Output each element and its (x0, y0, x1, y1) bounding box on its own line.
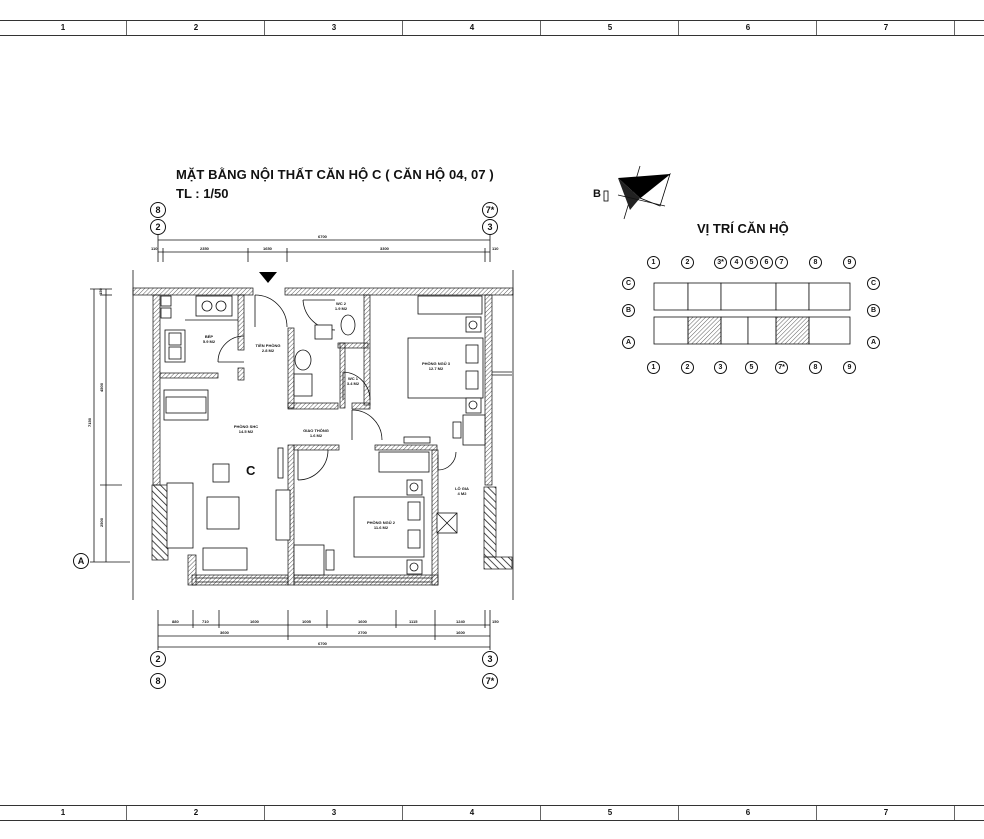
left-dimension-lines (90, 288, 130, 563)
dimension-text: 3600 (220, 630, 229, 635)
dimension-text: 2350 (200, 246, 209, 251)
frame-col: 7 (816, 806, 955, 820)
dimension-text: 3300 (380, 246, 389, 251)
key-axis-bubble: 7 (775, 256, 788, 269)
dimension-text: 150 (97, 288, 103, 295)
bottom-dimension-lines (157, 610, 491, 650)
dimension-text: 4500 (98, 383, 104, 392)
dimension-text: 1115 (409, 619, 418, 624)
key-row-bubble: B (867, 304, 880, 317)
frame-col: 4 (402, 21, 541, 35)
key-plan-unit-highlight (775, 316, 810, 345)
frame-col: 4 (402, 806, 541, 820)
key-row-bubble: C (867, 277, 880, 290)
grid-axis-bubble: 7* (482, 202, 498, 218)
dimension-text: 110 (151, 246, 158, 251)
key-plan-unit-highlight (687, 316, 722, 345)
key-row-bubble: A (867, 336, 880, 349)
frame-col: 1 (60, 808, 66, 817)
dimension-text: 1600 (456, 630, 465, 635)
frame-col (954, 21, 984, 35)
grid-axis-bubble: 8 (150, 202, 166, 218)
windows (196, 371, 512, 583)
key-axis-bubble: 1 (647, 256, 660, 269)
key-axis-bubble: 7* (775, 361, 788, 374)
drawing-scale: TL : 1/50 (176, 186, 229, 201)
frame-col: 2 (126, 21, 265, 35)
dimension-text: 1650 (263, 246, 272, 251)
grid-axis-bubble: 2 (150, 219, 166, 235)
dimension-text: 880 (172, 619, 179, 624)
drawing-title: MẶT BẰNG NỘI THẤT CĂN HỘ C ( CĂN HỘ 04, … (176, 167, 494, 182)
frame-col: 5 (540, 21, 679, 35)
key-axis-bubble: 6 (760, 256, 773, 269)
key-axis-bubble: 2 (681, 256, 694, 269)
walls (132, 287, 514, 586)
unit-label: C (246, 463, 256, 478)
dimension-text: 6700 (318, 641, 327, 646)
key-axis-bubble: 5 (745, 361, 758, 374)
dimension-text: 1240 (456, 619, 465, 624)
frame-col: 7 (816, 21, 955, 35)
dimension-text: 1600 (250, 619, 259, 624)
key-row-bubble: A (622, 336, 635, 349)
dimension-text: 1600 (358, 619, 367, 624)
key-plan-title: VỊ TRÍ CĂN HỘ (697, 221, 789, 236)
grid-axis-bubble: 2 (150, 651, 166, 667)
key-axis-bubble: 8 (809, 361, 822, 374)
grid-axis-bubble: 7* (482, 673, 498, 689)
dimension-text: 2700 (358, 630, 367, 635)
north-label: B (593, 188, 601, 200)
furniture (160, 295, 486, 576)
frame-col: 2 (126, 806, 265, 820)
top-dimension-lines (157, 228, 491, 262)
key-row-bubble: B (622, 304, 635, 317)
frame-col: 3 (264, 21, 403, 35)
key-axis-bubble: 3 (714, 361, 727, 374)
frame-bottom-strip: 1 2 3 4 5 6 7 (0, 805, 984, 821)
dimension-text: 1005 (302, 619, 311, 624)
dimension-text: 110 (492, 246, 499, 251)
dimension-text: 7150 (86, 418, 92, 427)
grid-axis-bubble: A (73, 553, 89, 569)
key-axis-bubble: 1 (647, 361, 660, 374)
dimension-text: 2500 (98, 518, 104, 527)
key-axis-bubble: 8 (809, 256, 822, 269)
frame-col: 1 (60, 23, 66, 32)
key-axis-bubble: 2 (681, 361, 694, 374)
grid-axis-bubble: 3 (482, 219, 498, 235)
grid-axis-bubble: 8 (150, 673, 166, 689)
frame-top-strip: 1 2 3 4 5 6 7 (0, 20, 984, 36)
key-row-bubble: C (622, 277, 635, 290)
dimension-text: 150 (492, 619, 499, 624)
frame-col: 6 (678, 21, 817, 35)
entrance-arrow-icon (259, 272, 277, 283)
dimension-text: 6700 (318, 234, 327, 239)
grid-axis-bubble: 3 (482, 651, 498, 667)
frame-col (954, 806, 984, 820)
key-axis-bubble: 4 (730, 256, 743, 269)
frame-col: 3 (264, 806, 403, 820)
north-arrow-icon (603, 165, 671, 220)
key-axis-bubble: 3* (714, 256, 727, 269)
key-axis-bubble: 9 (843, 361, 856, 374)
key-axis-bubble: 5 (745, 256, 758, 269)
frame-col: 6 (678, 806, 817, 820)
key-plan-outline (653, 282, 851, 345)
frame-col: 5 (540, 806, 679, 820)
dimension-text: 710 (202, 619, 209, 624)
key-axis-bubble: 9 (843, 256, 856, 269)
